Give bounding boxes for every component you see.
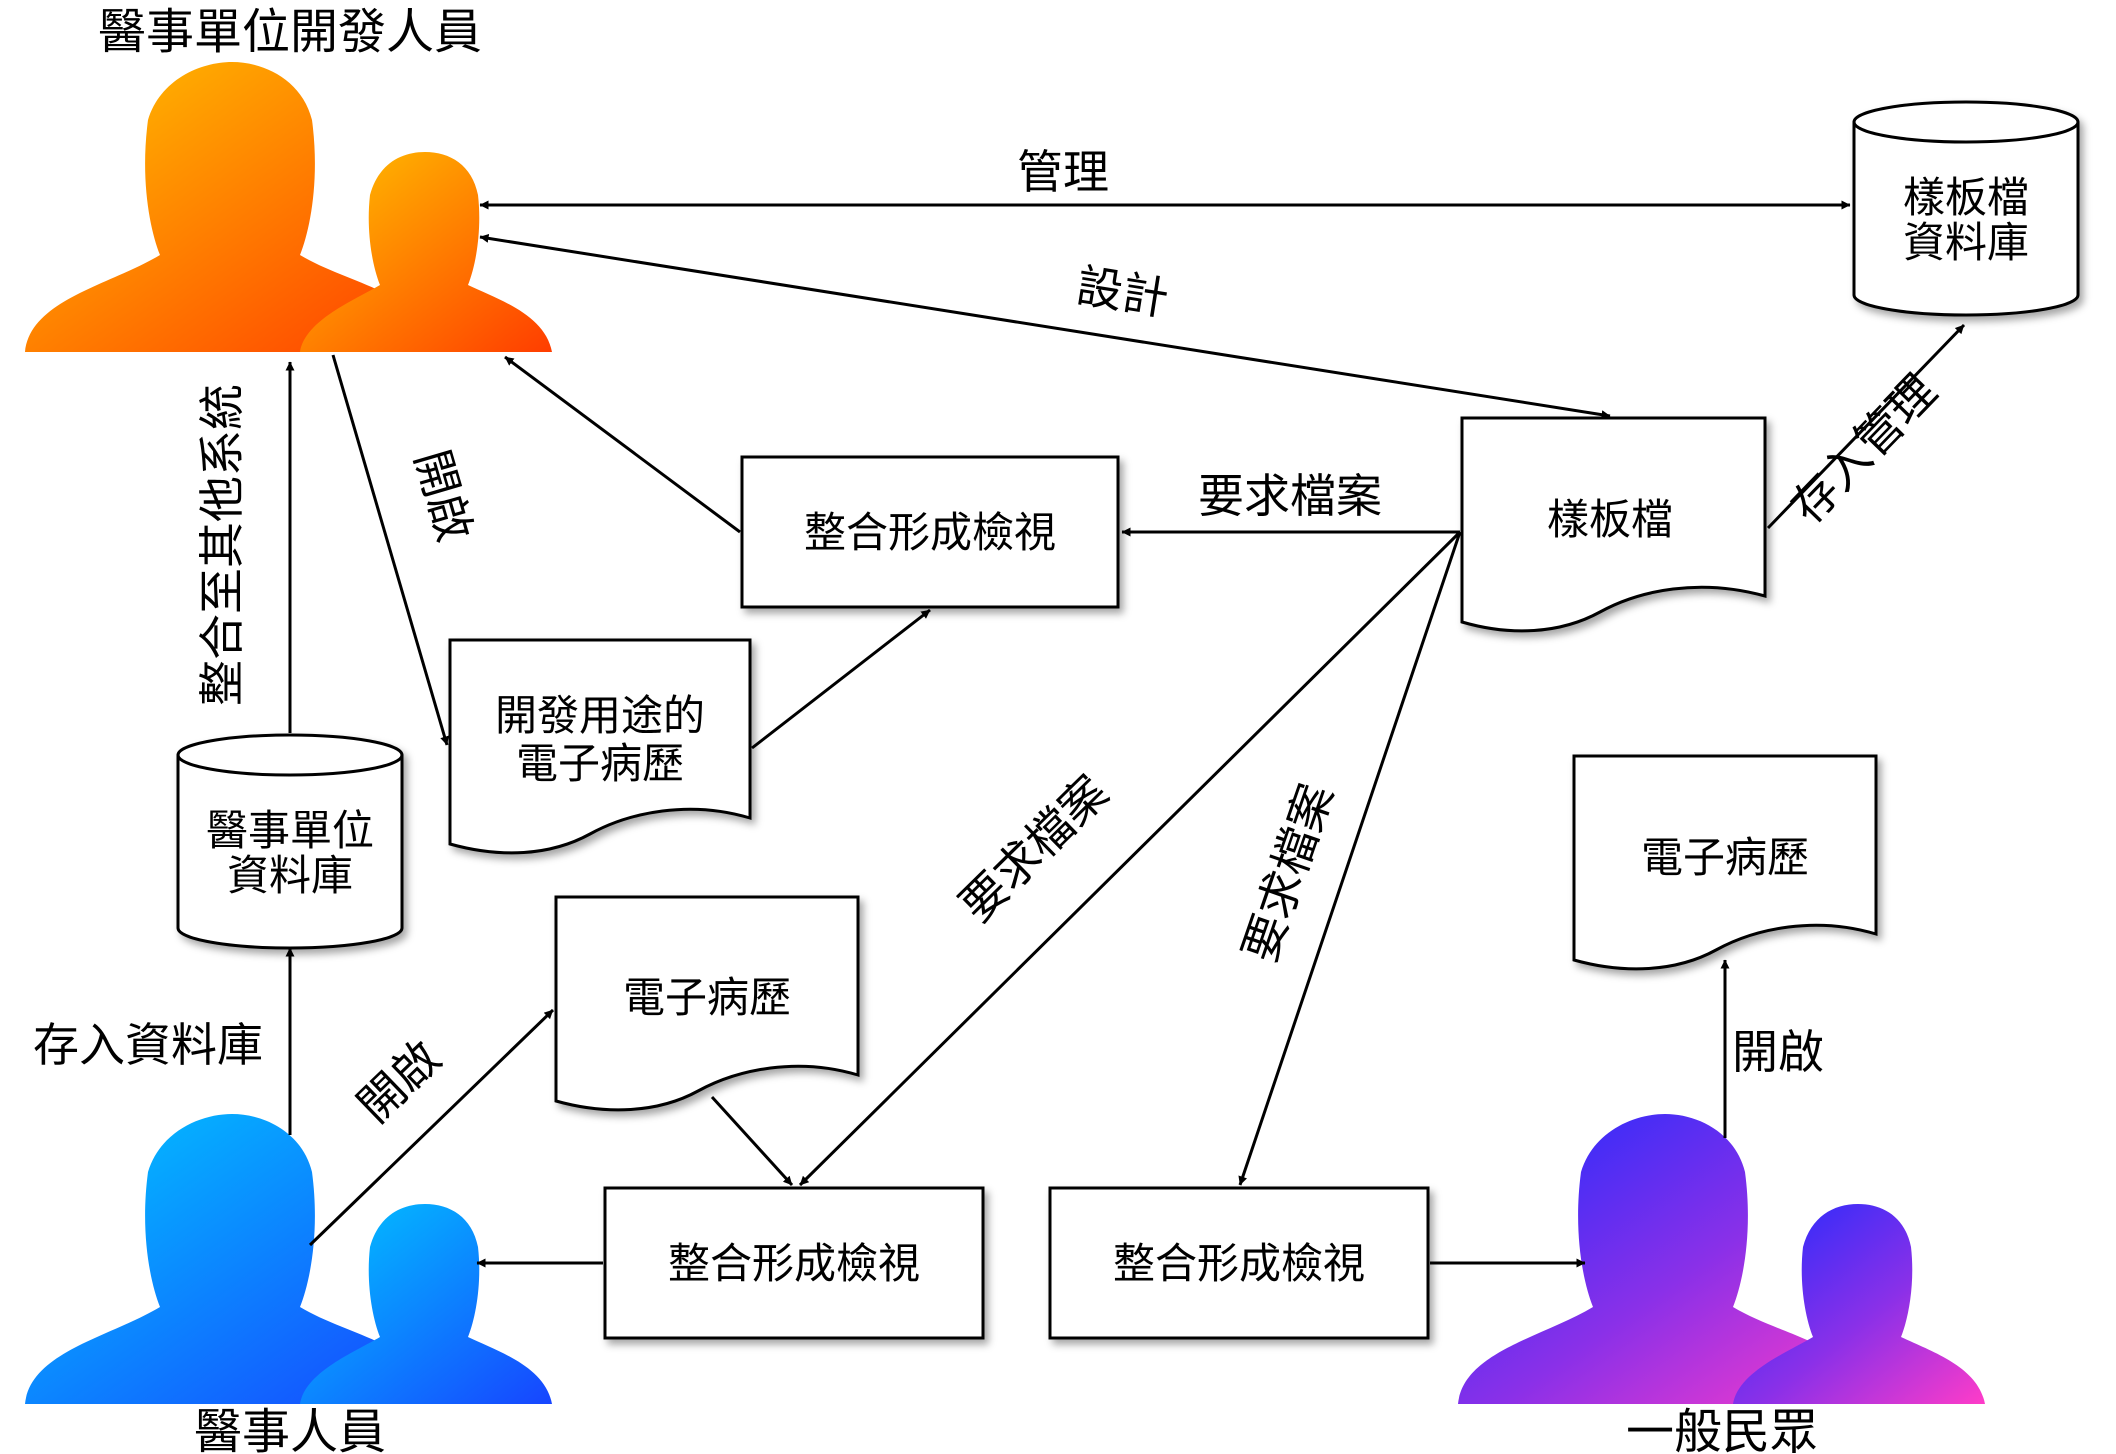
edge-store-manage (1766, 323, 1966, 530)
edge-top-to-developers (504, 355, 741, 534)
dev-emr-line2: 電子病歷 (516, 739, 684, 788)
integrate-view-top-box (740, 455, 1120, 609)
template-file-label: 樣板檔 (1547, 495, 1673, 544)
edge-emr-to-integrate (710, 1095, 794, 1187)
template-db-line1: 樣板檔 (1903, 173, 2029, 222)
developers-label: 醫事單位開發人員 (98, 4, 482, 60)
integrate-view-top-label: 整合形成檢視 (804, 508, 1056, 557)
integrate-view-bottom-left-label: 整合形成檢視 (668, 1239, 920, 1288)
label-open-1: 開啟 (405, 444, 483, 547)
public-icon (1458, 1114, 1985, 1404)
integrate-view-bottom-left-box (603, 1186, 985, 1340)
template-db-line2: 資料庫 (1903, 218, 2029, 267)
edge-request-file-2 (798, 530, 1462, 1187)
emr-mid-document (554, 895, 860, 1112)
emr-right-label: 電子病歷 (1641, 833, 1809, 882)
edge-request-file-3 (1238, 531, 1462, 1186)
dev-emr-document (448, 638, 752, 855)
edge-design (479, 233, 1611, 420)
label-open-2: 開啟 (347, 1030, 451, 1133)
edge-open-1 (331, 354, 449, 746)
label-open-3: 開啟 (1732, 1025, 1824, 1079)
label-request-file-3: 要求檔案 (1232, 777, 1343, 969)
medical-staff-icon (25, 1114, 552, 1404)
integrate-view-bottom-right-label: 整合形成檢視 (1113, 1239, 1365, 1288)
label-store-manage: 存入管理 (1780, 364, 1947, 534)
template-database (1852, 100, 2080, 317)
label-design: 設計 (1073, 258, 1172, 326)
label-manage: 管理 (1017, 145, 1109, 199)
label-request-file-1: 要求檔案 (1198, 469, 1382, 523)
template-file-document (1460, 416, 1767, 633)
unit-db-line2: 資料庫 (227, 851, 353, 900)
public-label: 一般民眾 (1626, 1404, 1818, 1454)
label-store-db: 存入資料庫 (33, 1018, 263, 1072)
emr-right-document (1572, 754, 1878, 971)
dev-emr-line1: 開發用途的 (495, 691, 705, 740)
emr-mid-label: 電子病歷 (623, 973, 791, 1022)
integrate-view-bottom-right-box (1048, 1186, 1430, 1340)
medical-staff-label: 醫事人員 (194, 1404, 386, 1454)
developers-icon (25, 62, 552, 352)
unit-db-line1: 醫事單位 (206, 806, 374, 855)
edge-open-2 (308, 1008, 555, 1247)
edge-dev-emr-to-integrate (751, 608, 931, 750)
label-request-file-2: 要求檔案 (949, 765, 1118, 932)
label-integrate-other: 整合至其他系統 (195, 384, 249, 706)
